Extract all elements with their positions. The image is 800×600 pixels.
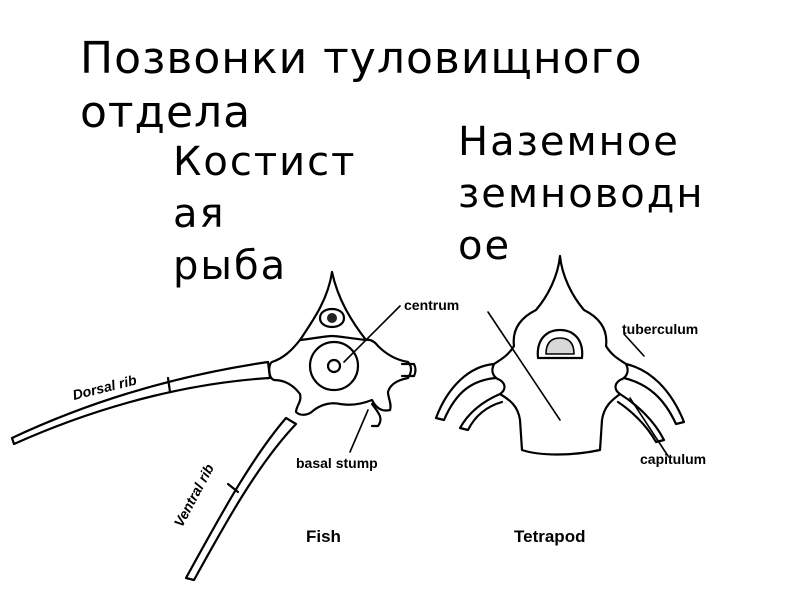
fish-neural-canal (318, 307, 346, 329)
tetrapod-neural-canal (536, 328, 584, 360)
slide-title: Позвонки туловищного отдела (80, 33, 643, 138)
fish-centrum-outer (308, 340, 360, 392)
fish-spinal-cord (327, 313, 337, 323)
fish-dorsal-rib (10, 360, 272, 446)
tetrapod-caption-line: ое (458, 223, 512, 269)
tetrapod-spinal-cord (545, 337, 575, 355)
tetrapod-rib-left (434, 362, 498, 422)
fish-caption-line: ая (173, 191, 226, 237)
label-fish: Fish (306, 527, 341, 546)
fish-basal-stump-right (400, 362, 417, 378)
fish-caption-line: рыба (173, 243, 288, 289)
fish-ventral-rib (184, 416, 298, 582)
fish-vertebra-outline (268, 338, 413, 416)
fish-caption: Костист ая рыба (173, 136, 356, 292)
label-dorsal-rib: Dorsal rib (71, 371, 139, 402)
tuberculum-leader (623, 333, 645, 357)
capitulum-leader (629, 397, 669, 457)
tetrapod-vertebra-outline (491, 254, 629, 456)
fish-basal-stump-lower (370, 402, 382, 428)
fish-vertebra (10, 270, 417, 582)
basal-stump-leader (349, 409, 369, 453)
centrum-leader-tetrapod (487, 311, 561, 421)
label-centrum: centrum (404, 297, 459, 313)
tetrapod-caption-line: земноводн (458, 171, 705, 217)
label-capitulum: capitulum (640, 451, 706, 467)
tetrapod-rib-right (622, 362, 686, 426)
label-tetrapod: Tetrapod (514, 527, 585, 546)
fish-caption-line: Костист (173, 139, 357, 185)
tetrapod-caption-line: Наземное (458, 119, 680, 165)
fish-neural-arch (298, 270, 368, 342)
centrum-leader-fish (343, 305, 401, 363)
label-basal-stump: basal stump (296, 455, 378, 471)
fish-centrum-notochord (326, 358, 342, 374)
label-tuberculum: tuberculum (622, 321, 698, 337)
label-ventral-rib: Ventral rib (171, 461, 218, 530)
tetrapod-caption: Наземное земноводн ое (458, 116, 705, 272)
tetrapod-vertebra (434, 254, 686, 457)
